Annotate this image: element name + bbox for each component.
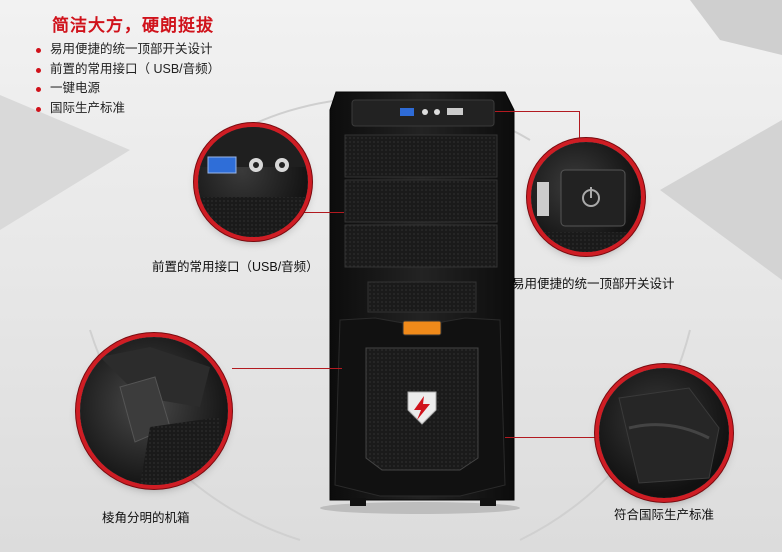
detail-angular-chassis bbox=[80, 337, 228, 485]
feature-item: 一键电源 bbox=[36, 79, 220, 99]
feature-item: 前置的常用接口（ USB/音频） bbox=[36, 60, 220, 80]
power-switch-illustration bbox=[531, 169, 641, 252]
bullet-icon bbox=[36, 87, 41, 92]
detail-standard bbox=[599, 368, 729, 498]
front-ports-illustration bbox=[198, 127, 308, 237]
caption-standard: 符合国际生产标准 bbox=[614, 508, 715, 522]
page-title: 简洁大方，硬朗挺拔 bbox=[52, 16, 214, 35]
feature-text: 前置的常用接口（ USB/音频） bbox=[50, 61, 221, 76]
bullet-icon bbox=[36, 67, 41, 73]
leader-line bbox=[579, 111, 580, 141]
detail-front-ports bbox=[198, 127, 308, 237]
detail-top-switch bbox=[531, 142, 641, 252]
leader-line bbox=[505, 437, 600, 438]
caption-angular-chassis: 棱角分明的机箱 bbox=[102, 511, 190, 525]
feature-text: 易用便捷的统一顶部开关设计 bbox=[50, 42, 213, 56]
leader-line bbox=[495, 111, 579, 112]
feature-text: 国际生产标准 bbox=[50, 100, 126, 115]
caption-front-ports: 前置的常用接口（USB/音频） bbox=[152, 260, 319, 274]
feature-list: 易用便捷的统一顶部开关设计 前置的常用接口（ USB/音频） 一键电源 国际生产… bbox=[36, 40, 220, 118]
caption-top-switch: 易用便捷的统一顶部开关设计 bbox=[512, 277, 675, 291]
chassis-corner-illustration bbox=[100, 347, 228, 485]
feature-item: 易用便捷的统一顶部开关设计 bbox=[36, 40, 220, 60]
bullet-icon bbox=[36, 48, 41, 53]
feature-item: 国际生产标准 bbox=[36, 99, 220, 119]
bullet-icon bbox=[36, 106, 41, 112]
feature-text: 一键电源 bbox=[50, 81, 101, 95]
standard-detail-illustration bbox=[618, 387, 720, 484]
leader-line bbox=[296, 212, 344, 213]
leader-line bbox=[232, 368, 342, 369]
